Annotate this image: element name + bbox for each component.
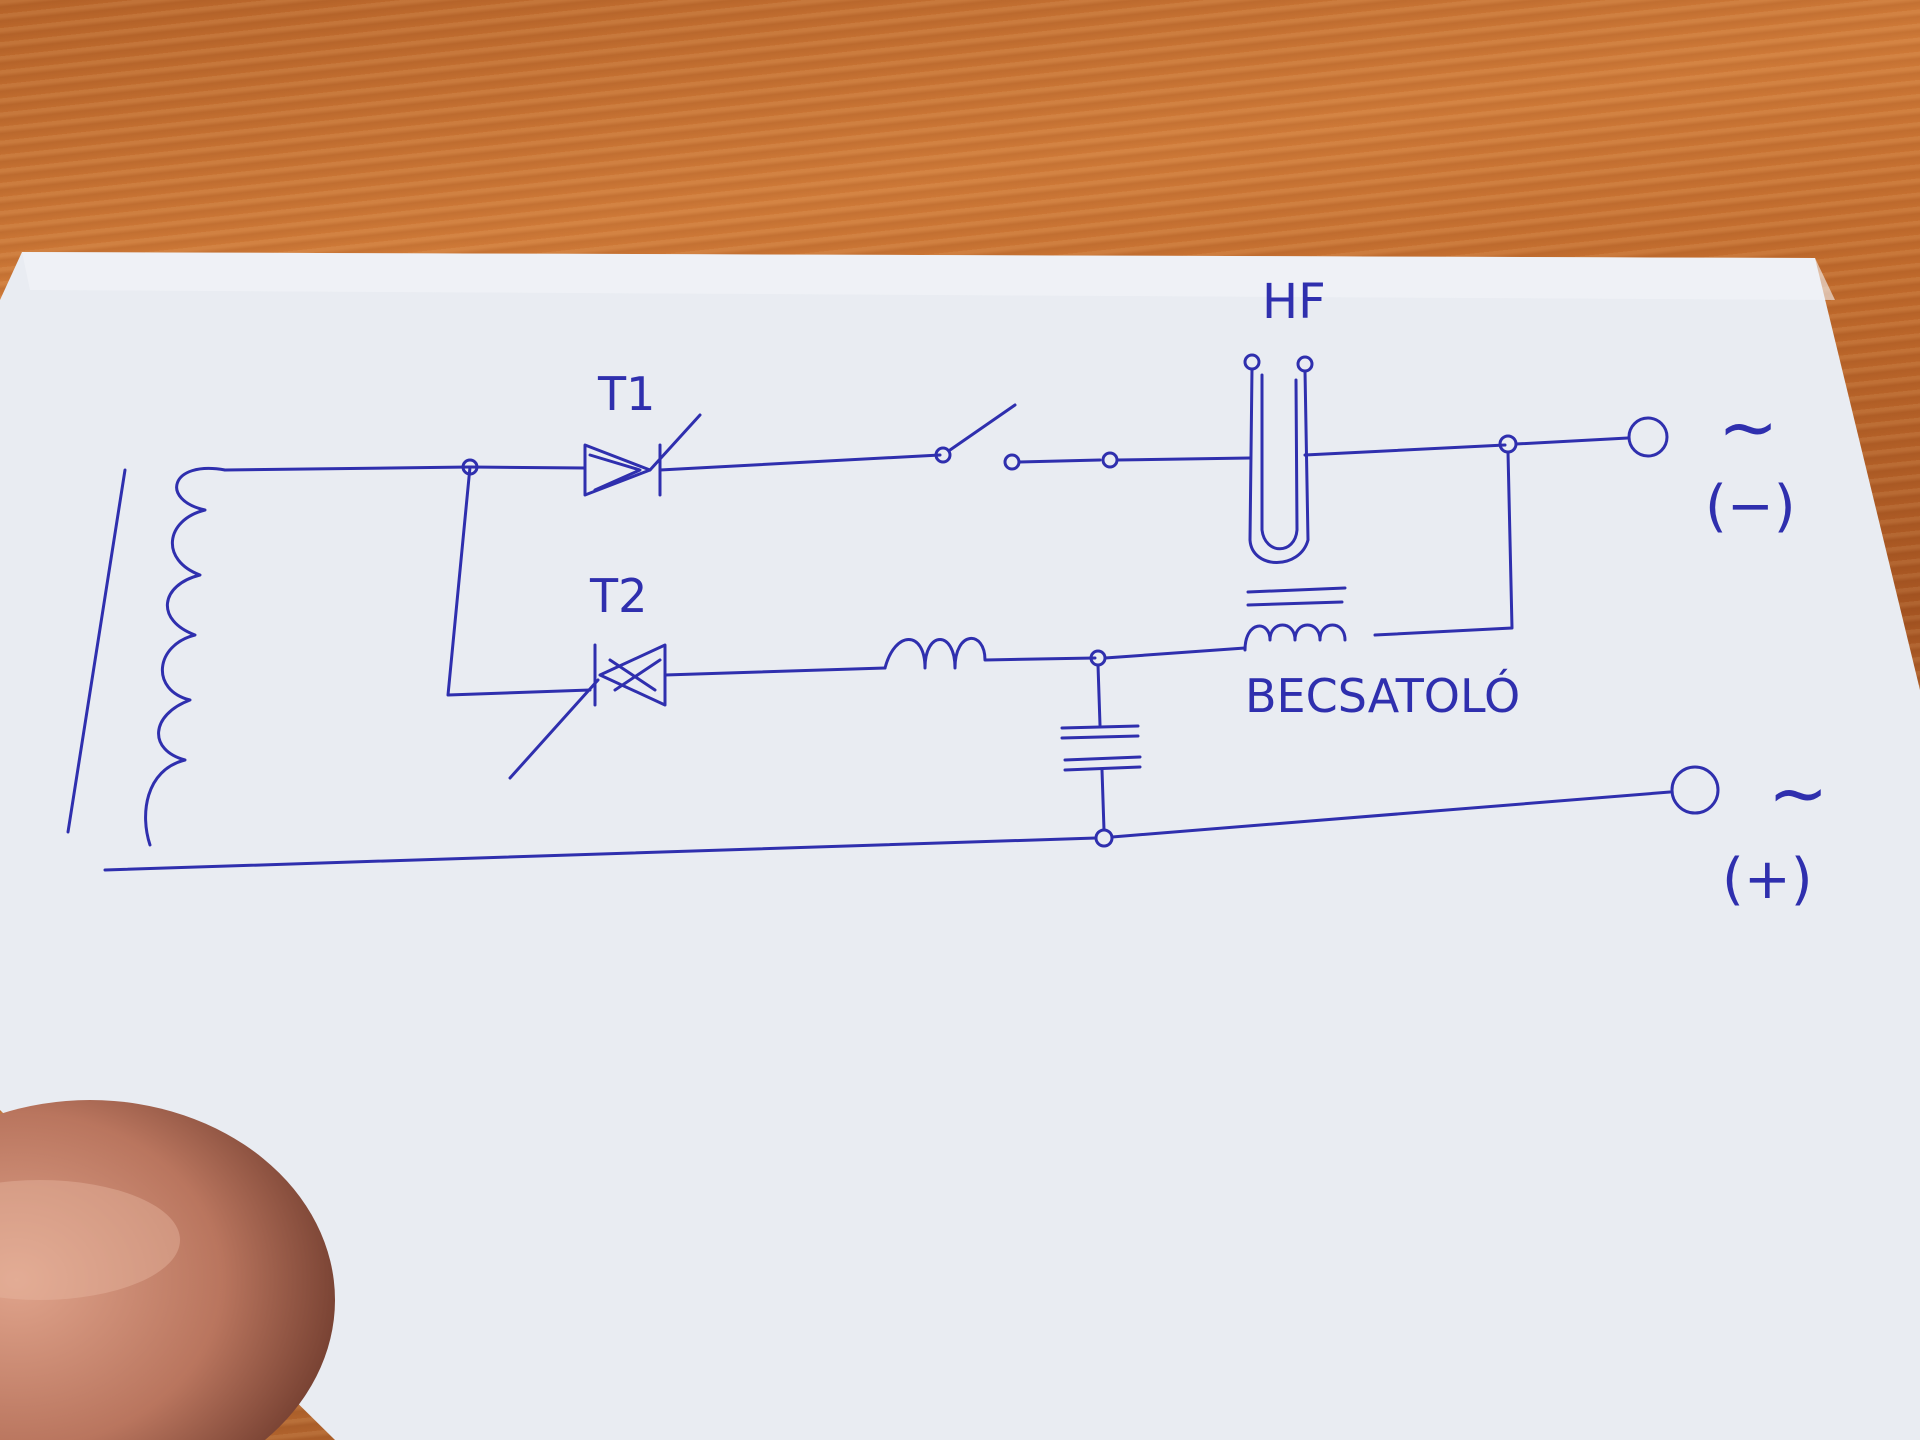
hf-loop [1248, 367, 1310, 564]
label-terminal-top-polarity: (−) [1705, 474, 1796, 539]
wire-branch-left [446, 465, 592, 697]
circuit-schematic [66, 353, 1720, 872]
wire-top-left [223, 465, 472, 472]
wire-top-right [1303, 443, 1507, 457]
label-t1: T1 [597, 367, 655, 421]
capacitor-plate-bottom [1063, 755, 1142, 772]
t1-wire-in [468, 465, 587, 470]
label-terminal-bottom-polarity: (+) [1722, 847, 1813, 912]
capacitor-plate-top [1060, 724, 1140, 740]
label-t2: T2 [589, 569, 647, 623]
wire-bottom [103, 790, 1672, 872]
switch-blade [948, 403, 1017, 452]
terminal-top [1627, 416, 1669, 458]
wire-right-vertical [1373, 450, 1514, 637]
wire-t2-to-inductor [663, 666, 887, 677]
capacitor-lead-bottom [1100, 768, 1106, 832]
label-coupler: BECSATOLÓ [1245, 669, 1520, 723]
finger [0, 1100, 335, 1440]
terminal-bottom [1670, 765, 1720, 815]
label-terminal-bottom-symbol: ~ [1768, 751, 1828, 835]
coupler-winding [1243, 623, 1347, 652]
switch-contact-left [934, 446, 952, 464]
paper-sheet [0, 252, 1920, 1440]
transformer-core [66, 468, 127, 834]
label-terminal-top-symbol: ~ [1718, 385, 1778, 469]
inductor [883, 637, 1097, 670]
coupler-core [1246, 586, 1347, 607]
capacitor-lead-top [1096, 663, 1102, 727]
label-hf: HF [1262, 274, 1326, 330]
thyristor-t1-symbol [583, 413, 702, 497]
wire-t1-to-switch [658, 453, 942, 472]
transformer-winding [144, 466, 227, 847]
